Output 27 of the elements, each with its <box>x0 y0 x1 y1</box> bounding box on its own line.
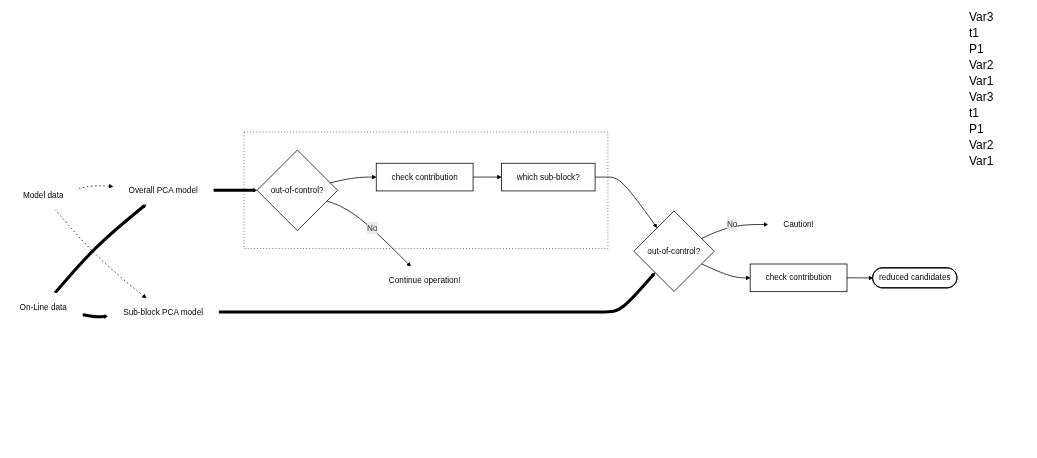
node-text: Caution! <box>783 219 814 229</box>
axis-label: Var3 <box>969 10 995 24</box>
arrow <box>82 313 109 319</box>
axis-label: Var1 <box>969 74 995 88</box>
node-text: Continue operation! <box>388 275 461 285</box>
axis-label: P1 <box>969 42 985 56</box>
arrow <box>218 272 656 314</box>
node-box: check contribution <box>749 263 848 293</box>
node-text: Sub-block PCA model <box>123 307 204 317</box>
axis-label: Var2 <box>969 138 995 152</box>
edge-label: No <box>726 219 738 229</box>
node-box: which sub-block? <box>501 162 596 192</box>
node-text: Model data <box>22 190 64 200</box>
axis-label: t1 <box>969 26 980 40</box>
node-diamond: out-of-control? <box>633 210 715 292</box>
edge-label: No <box>367 223 378 233</box>
node-diamond: out-of-control? <box>256 149 339 231</box>
node-text: Overall PCA model <box>128 185 198 195</box>
axis-label: t1 <box>969 106 980 120</box>
arrow <box>213 188 258 193</box>
axis-label: Var1 <box>969 154 995 168</box>
axis-label: Var3 <box>969 90 995 104</box>
node-text: On-Line data <box>19 302 67 312</box>
node-box: check contribution <box>375 162 474 192</box>
cluster <box>243 131 609 249</box>
axis-label: P1 <box>969 122 985 136</box>
axis-label: Var2 <box>969 58 995 72</box>
